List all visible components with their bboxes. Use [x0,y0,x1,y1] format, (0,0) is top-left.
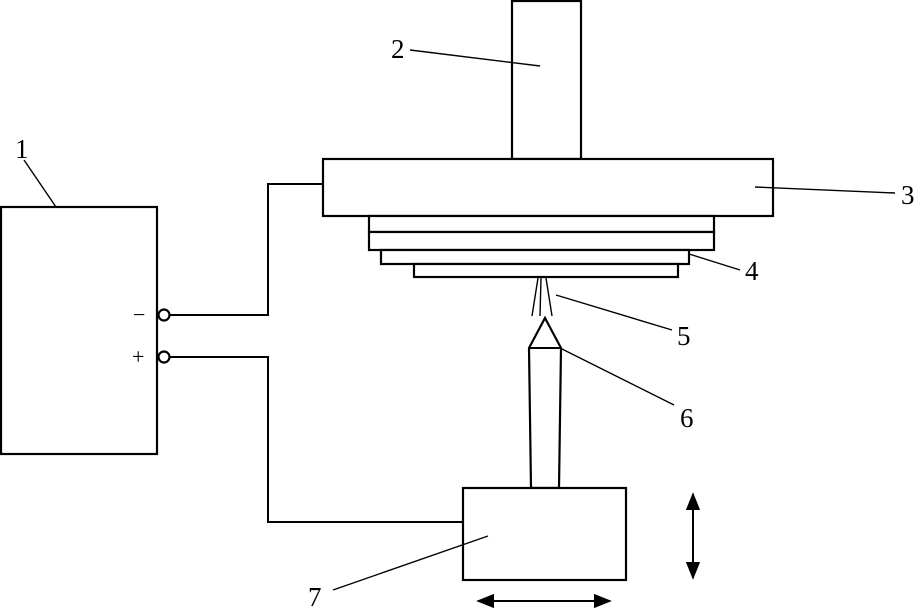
label-power-supply: 1 [15,134,29,164]
negative-terminal [157,308,171,322]
discharge-spark [531,277,553,317]
negative-sign: − [133,302,145,327]
label-tool-head: 3 [901,180,915,210]
label-worktable: 7 [308,582,322,608]
leader-1 [23,159,57,208]
positive-terminal [157,350,171,364]
electrode-plate [367,214,716,234]
spindle-column [510,0,583,161]
leader-3 [754,186,896,194]
leader-2 [409,49,541,67]
label-discharge-spark: 5 [677,321,691,351]
positive-wire [170,356,463,523]
leader-7 [332,535,489,591]
leader-4 [688,253,741,271]
electrode-plate [412,262,680,279]
positive-sign: + [132,344,144,369]
electrode-plate [379,248,691,266]
leader-5 [555,294,673,331]
worktable-block [461,486,628,582]
tool-head-plate [321,157,775,218]
label-electrode-stack: 4 [745,256,759,286]
electrode-stack [367,214,716,279]
label-spindle: 2 [391,34,405,64]
workpiece-rod [527,315,563,490]
negative-wire [170,183,323,316]
label-workpiece-tip: 6 [680,403,694,433]
power-supply-box [0,205,159,456]
leader-6 [559,347,675,406]
electrode-plate [367,230,716,252]
